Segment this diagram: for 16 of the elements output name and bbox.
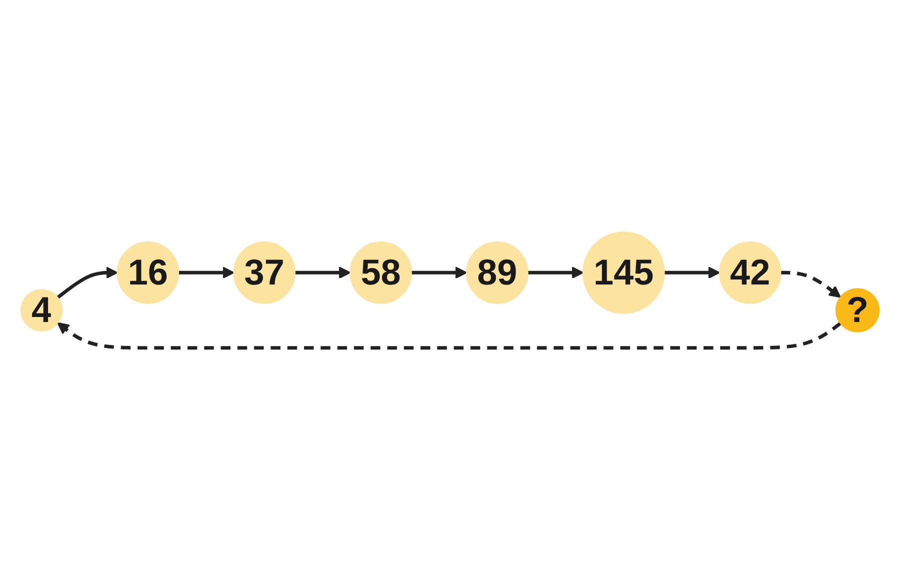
node-circle: 145: [582, 231, 665, 314]
arrow: [56, 266, 118, 300]
arrow: [411, 266, 468, 279]
arrow: [664, 266, 720, 279]
node-circle: ?: [835, 288, 880, 332]
arrow: [528, 266, 584, 279]
node-circle: 4: [20, 289, 63, 332]
arrow: [294, 266, 351, 279]
node-circle: 89: [466, 242, 528, 304]
node-circle: 58: [350, 242, 412, 304]
arrow: [57, 322, 842, 350]
node-circle: 16: [116, 242, 180, 304]
node-circle: 37: [233, 242, 296, 304]
arrow: [780, 270, 841, 298]
arrow: [178, 266, 234, 279]
node-circle: 42: [718, 242, 782, 304]
